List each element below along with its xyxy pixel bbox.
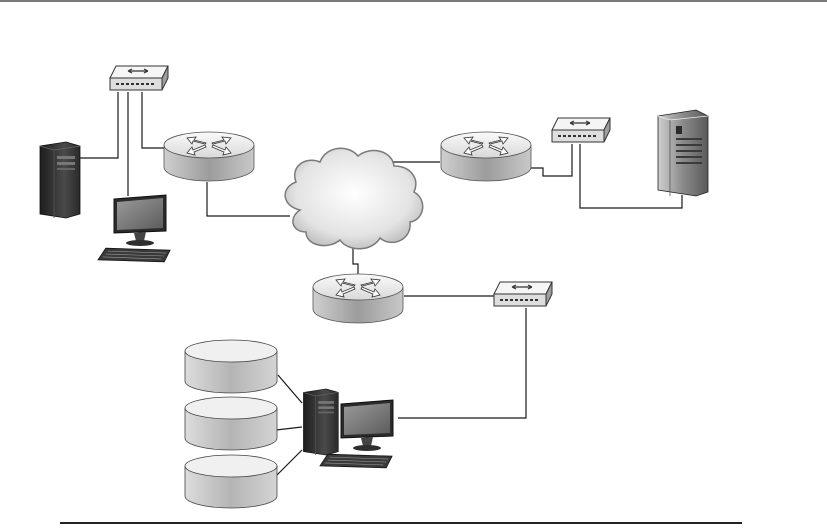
disk-icon — [185, 340, 277, 393]
tower-pc-icon — [40, 142, 80, 218]
router-c — [313, 274, 403, 323]
monitor-icon — [341, 400, 393, 451]
link-router-a-cloud — [207, 182, 290, 216]
link-pc-disk-1 — [278, 375, 302, 403]
workstation-a — [40, 142, 170, 262]
disk-icon — [185, 397, 277, 450]
workstation-c — [303, 389, 393, 468]
storage-disks — [185, 340, 277, 508]
tower-pc-icon — [303, 389, 338, 455]
server-b — [658, 110, 708, 196]
link-router-b-switch-b — [530, 144, 572, 176]
keyboard-icon — [320, 454, 392, 468]
cloud-icon — [285, 148, 423, 248]
router-icon — [441, 132, 531, 181]
monitor-icon — [114, 195, 166, 246]
router-icon — [313, 274, 403, 323]
link-switch-a-router-a — [142, 92, 165, 148]
link-pc-disk-3 — [276, 450, 302, 476]
internet-cloud — [285, 148, 423, 248]
router-icon — [164, 132, 254, 181]
router-a — [164, 132, 254, 181]
switch-icon — [552, 118, 610, 142]
link-pc-disk-2 — [276, 427, 302, 430]
link-switch-a-pc — [80, 92, 118, 158]
switch-c — [494, 282, 552, 306]
switch-b — [552, 118, 610, 142]
switch-icon — [494, 282, 552, 306]
server-icon — [658, 110, 708, 196]
switch-a — [110, 66, 168, 90]
switch-icon — [110, 66, 168, 90]
router-b — [441, 132, 531, 181]
link-switch-c-pc — [398, 308, 526, 418]
disk-icon — [185, 455, 277, 508]
keyboard-icon — [98, 248, 170, 262]
